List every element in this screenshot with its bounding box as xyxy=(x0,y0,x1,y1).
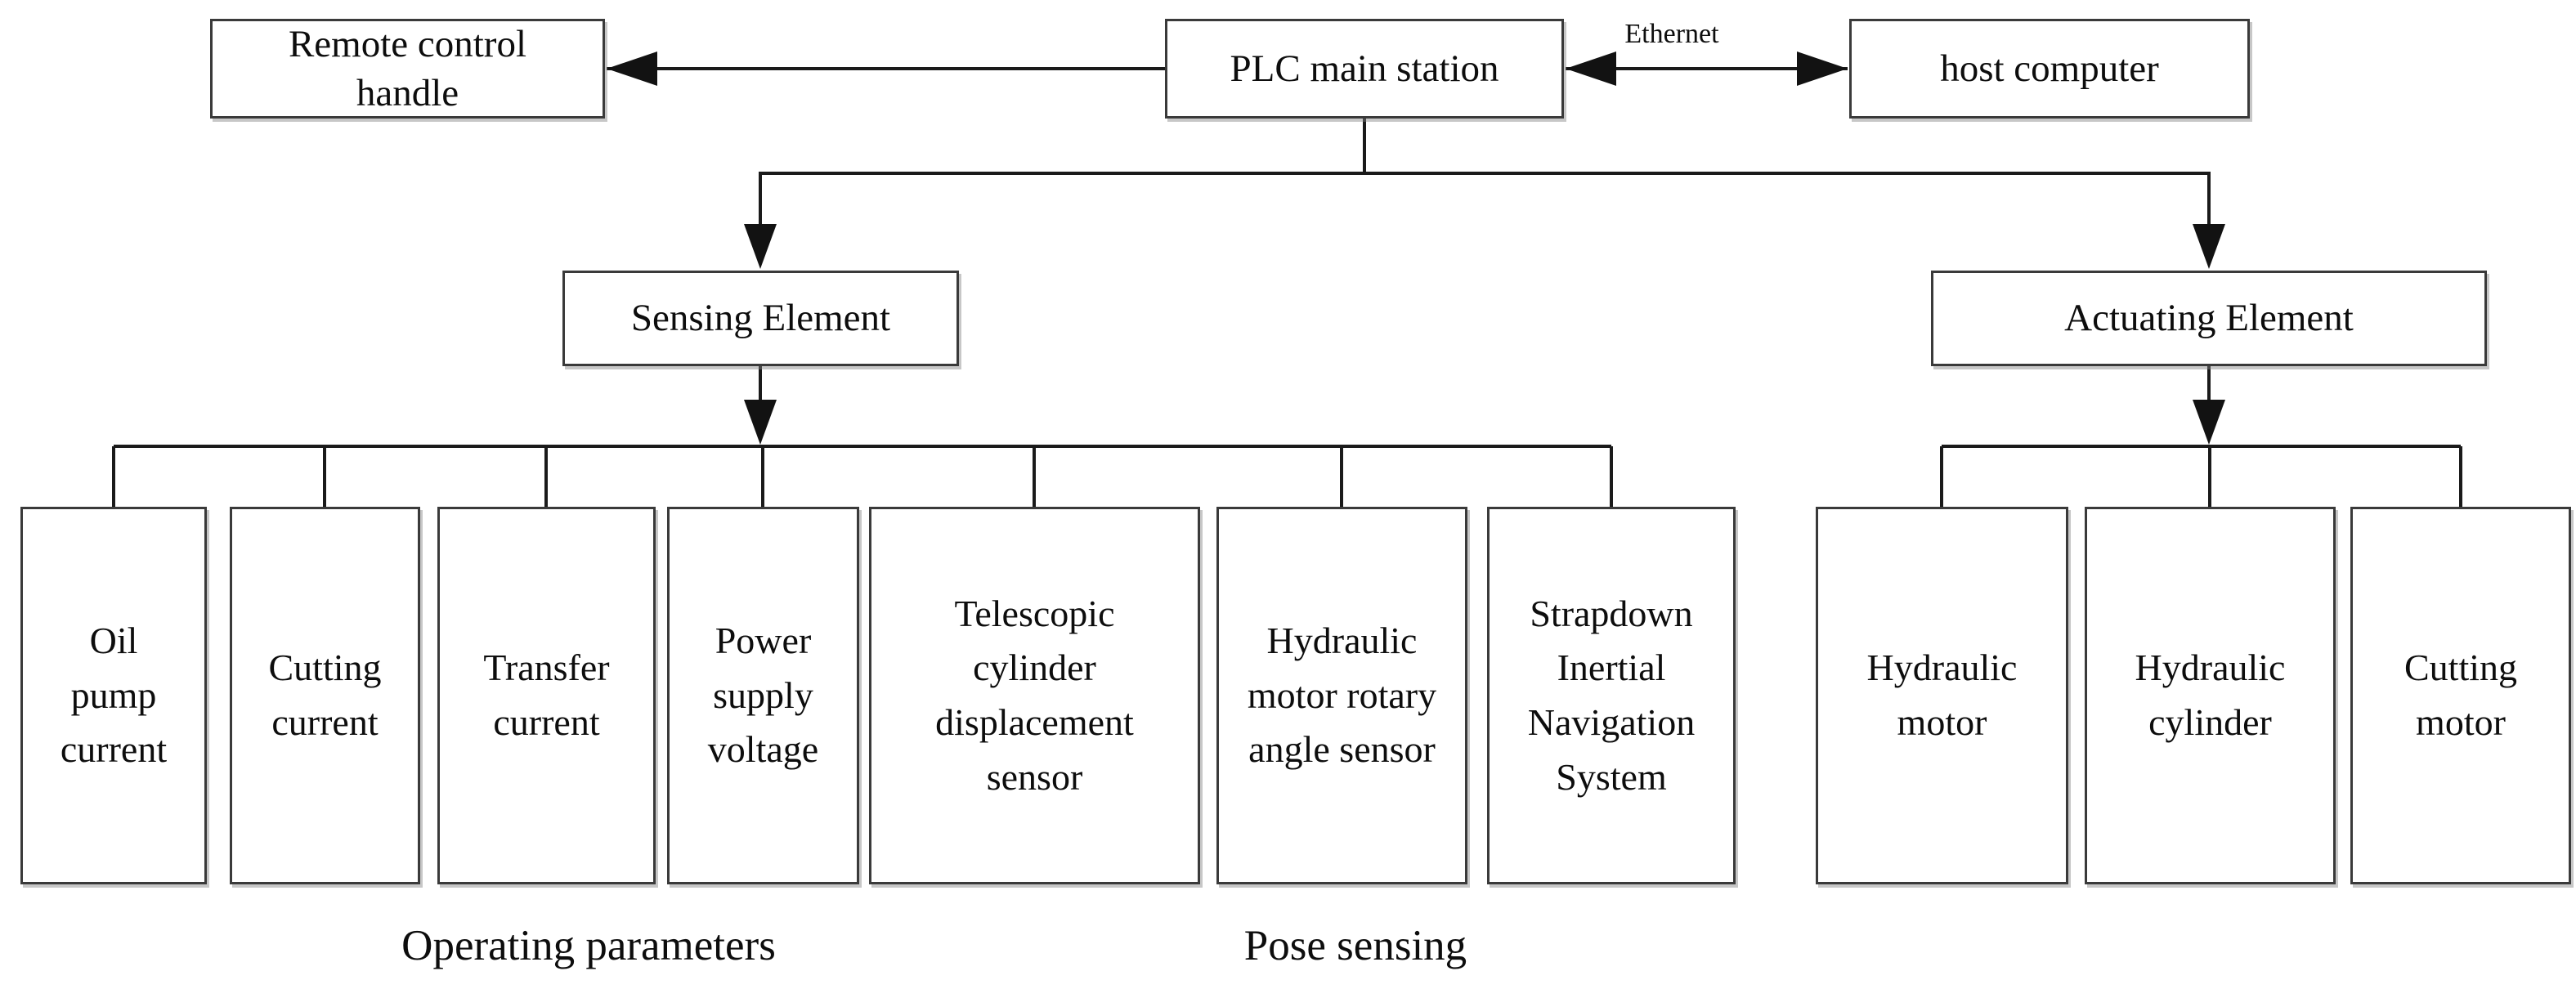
node-strapdown-inertial-navigation-system: Strapdown Inertial Navigation System xyxy=(1487,507,1736,884)
node-remote-control-handle: Remote control handle xyxy=(210,19,605,119)
label-ethernet: Ethernet xyxy=(1624,19,1719,49)
node-actuating-element: Actuating Element xyxy=(1931,271,2487,366)
node-power-supply-voltage: Power supply voltage xyxy=(667,507,859,884)
plc-host-arrow xyxy=(1566,51,1848,86)
plc-to-elements-connector xyxy=(744,119,2225,269)
actuating-bus xyxy=(1940,366,2462,507)
node-hydraulic-cylinder: Hydraulic cylinder xyxy=(2085,507,2336,884)
node-oil-pump-current: Oil pump current xyxy=(20,507,207,884)
label-pose-sensing: Pose sensing xyxy=(1243,922,1467,969)
sensing-bus xyxy=(112,366,1613,507)
node-telescopic-cylinder-displacement-sensor: Telescopic cylinder displacement sensor xyxy=(869,507,1200,884)
node-transfer-current: Transfer current xyxy=(437,507,656,884)
node-cutting-current: Cutting current xyxy=(230,507,420,884)
node-sensing-element: Sensing Element xyxy=(562,271,959,366)
node-hydraulic-motor-rotary-angle-sensor: Hydraulic motor rotary angle sensor xyxy=(1216,507,1467,884)
node-cutting-motor: Cutting motor xyxy=(2350,507,2571,884)
node-host-computer: host computer xyxy=(1849,19,2250,119)
node-plc-main-station: PLC main station xyxy=(1165,19,1564,119)
node-hydraulic-motor: Hydraulic motor xyxy=(1816,507,2068,884)
label-operating-parameters: Operating parameters xyxy=(401,922,776,969)
